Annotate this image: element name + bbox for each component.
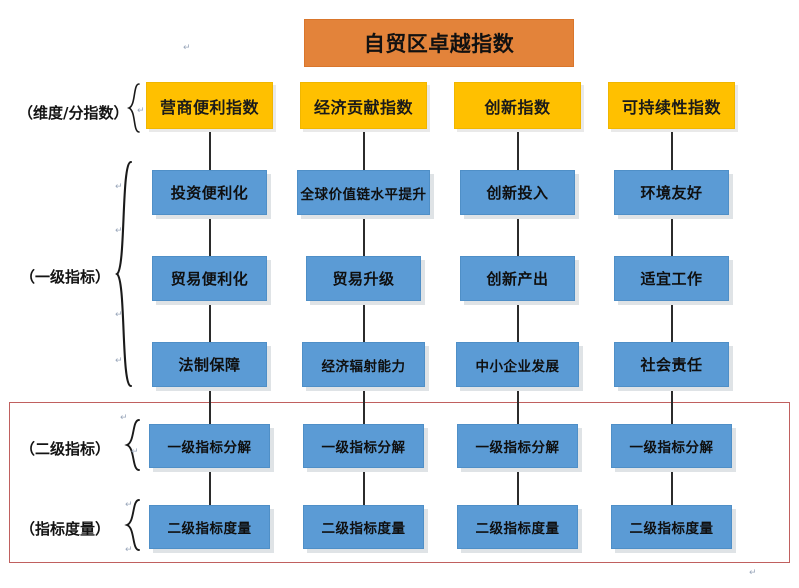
tier1-row1-box-2[interactable]: 全球价值链水平提升 <box>297 170 430 215</box>
tier1-row2-label-3: 创新产出 <box>486 270 549 288</box>
tier1-row1-box-4[interactable]: 环境友好 <box>614 170 729 215</box>
connector-col2-tier2-to-measure <box>363 468 365 505</box>
editor-mark: ↵ <box>115 182 123 192</box>
editor-mark: ↵ <box>125 545 133 555</box>
tier2-label-3: 一级指标分解 <box>475 440 560 456</box>
editor-mark: ↵ <box>183 43 191 53</box>
connector-col3-tier2-to-measure <box>517 468 519 505</box>
dimension-label-1: 营商便利指数 <box>159 97 259 117</box>
connector-col2-t1-to-t2 <box>363 215 365 256</box>
connector-col1-t2-to-t3 <box>209 301 211 342</box>
measure-box-4[interactable]: 二级指标度量 <box>611 505 732 549</box>
tier1-row3-label-3: 中小企业发展 <box>475 358 560 375</box>
connector-col4-dim-to-t1 <box>671 129 673 170</box>
connector-col1-tier2-to-measure <box>209 468 211 505</box>
measure-box-1[interactable]: 二级指标度量 <box>149 505 270 549</box>
tier1-row2-box-1[interactable]: 贸易便利化 <box>152 256 267 301</box>
highlight-region-lower-tiers <box>9 402 790 563</box>
connector-col1-t3-to-tier2 <box>209 387 211 424</box>
tier1-row2-label-1: 贸易便利化 <box>170 270 249 288</box>
editor-mark: ↵ <box>131 447 139 457</box>
tier2-box-1[interactable]: 一级指标分解 <box>149 424 270 468</box>
tier1-row2-label-4: 适宜工作 <box>640 270 703 288</box>
tier2-box-4[interactable]: 一级指标分解 <box>611 424 732 468</box>
dimension-label-4: 可持续性指数 <box>621 97 721 117</box>
tier2-label-1: 一级指标分解 <box>167 440 252 456</box>
connector-col3-t1-to-t2 <box>517 215 519 256</box>
row-label-dimension: （维度/分指数） <box>18 104 129 122</box>
editor-mark: ↵ <box>137 106 145 116</box>
row-label-tier2: （二级指标） <box>20 440 111 458</box>
connector-col3-dim-to-t1 <box>517 129 519 170</box>
connector-col4-t2-to-t3 <box>671 301 673 342</box>
editor-mark: ↵ <box>749 568 757 578</box>
tier1-row3-box-2[interactable]: 经济辐射能力 <box>302 342 425 387</box>
editor-mark: ↵ <box>115 226 123 236</box>
connector-col2-dim-to-t1 <box>363 129 365 170</box>
brace-tier1-group <box>114 160 134 388</box>
diagram-title-box: 自贸区卓越指数 <box>304 19 574 67</box>
connector-col3-t3-to-tier2 <box>517 387 519 424</box>
measure-box-3[interactable]: 二级指标度量 <box>457 505 578 549</box>
tier1-row1-box-1[interactable]: 投资便利化 <box>152 170 267 215</box>
connector-col2-t2-to-t3 <box>363 301 365 342</box>
tier1-row2-label-2: 贸易升级 <box>332 270 395 288</box>
tier2-label-2: 一级指标分解 <box>321 440 406 456</box>
tier1-row3-label-4: 社会责任 <box>640 356 703 374</box>
editor-mark: ↵ <box>115 310 123 320</box>
editor-mark: ↵ <box>115 356 123 366</box>
tier1-row1-label-4: 环境友好 <box>640 184 703 202</box>
tier1-row1-box-3[interactable]: 创新投入 <box>460 170 575 215</box>
connector-col2-t3-to-tier2 <box>363 387 365 424</box>
brace-measure-row <box>124 499 142 551</box>
tier1-row1-label-2: 全球价值链水平提升 <box>300 186 427 203</box>
tier1-row3-label-1: 法制保障 <box>178 356 241 374</box>
tier2-label-4: 一级指标分解 <box>629 440 714 456</box>
measure-label-1: 二级指标度量 <box>167 521 252 537</box>
tier1-row2-box-3[interactable]: 创新产出 <box>460 256 575 301</box>
connector-col4-tier2-to-measure <box>671 468 673 505</box>
tier1-row2-box-2[interactable]: 贸易升级 <box>306 256 421 301</box>
connector-col3-t2-to-t3 <box>517 301 519 342</box>
tier1-row2-box-4[interactable]: 适宜工作 <box>614 256 729 301</box>
dimension-box-3[interactable]: 创新指数 <box>454 82 581 129</box>
connector-col4-t1-to-t2 <box>671 215 673 256</box>
tier1-row3-box-4[interactable]: 社会责任 <box>614 342 729 387</box>
brace-tier2-row <box>124 419 142 471</box>
tier1-row3-box-3[interactable]: 中小企业发展 <box>456 342 579 387</box>
tier1-row1-label-3: 创新投入 <box>486 184 549 202</box>
dimension-box-2[interactable]: 经济贡献指数 <box>300 82 427 129</box>
editor-mark: ↵ <box>120 413 128 423</box>
brace-dimension-row <box>126 83 142 133</box>
measure-label-2: 二级指标度量 <box>321 521 406 537</box>
tier1-row3-label-2: 经济辐射能力 <box>321 358 406 375</box>
row-label-measure: （指标度量） <box>20 520 111 538</box>
measure-box-2[interactable]: 二级指标度量 <box>303 505 424 549</box>
dimension-box-4[interactable]: 可持续性指数 <box>608 82 735 129</box>
dimension-label-2: 经济贡献指数 <box>313 97 413 117</box>
tier2-box-2[interactable]: 一级指标分解 <box>303 424 424 468</box>
measure-label-4: 二级指标度量 <box>629 521 714 537</box>
row-label-tier1: （一级指标） <box>20 268 111 286</box>
diagram-title-label: 自贸区卓越指数 <box>363 32 515 56</box>
connector-col1-dim-to-t1 <box>209 129 211 170</box>
tier1-row1-label-1: 投资便利化 <box>170 184 249 202</box>
connector-col1-t1-to-t2 <box>209 215 211 256</box>
tier1-row3-box-1[interactable]: 法制保障 <box>152 342 267 387</box>
tier2-box-3[interactable]: 一级指标分解 <box>457 424 578 468</box>
connector-col4-t3-to-tier2 <box>671 387 673 424</box>
editor-mark: ↵ <box>125 500 133 510</box>
dimension-label-3: 创新指数 <box>484 97 551 117</box>
dimension-box-1[interactable]: 营商便利指数 <box>146 82 273 129</box>
measure-label-3: 二级指标度量 <box>475 521 560 537</box>
